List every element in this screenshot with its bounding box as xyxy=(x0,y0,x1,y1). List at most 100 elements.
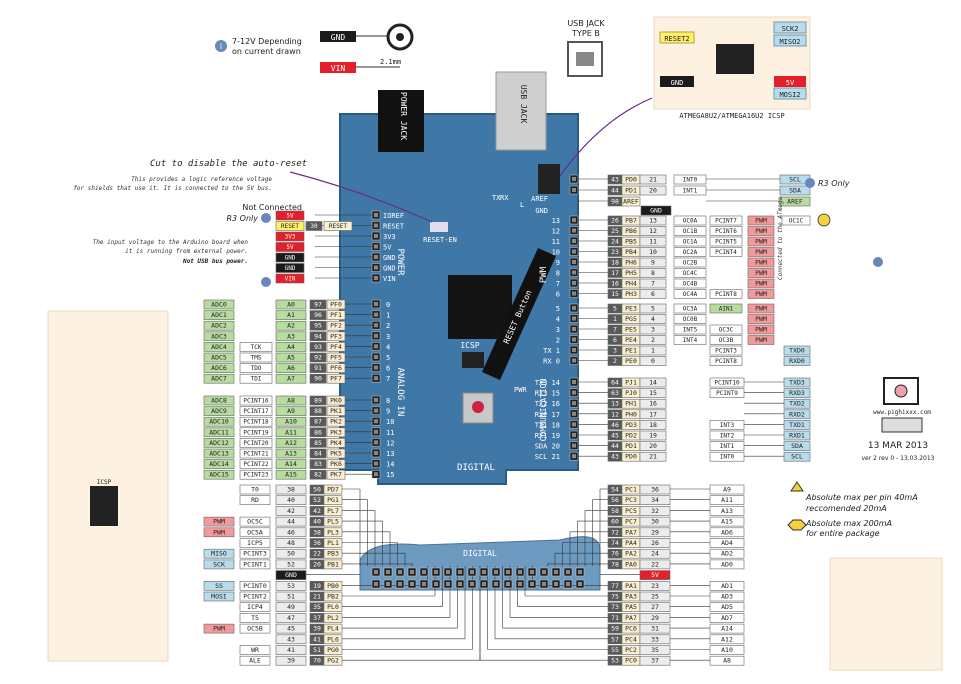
analog-pin-tag: 89 xyxy=(314,397,322,405)
analog-pin-tag: 91 xyxy=(314,364,322,372)
analog-func-tag-bg xyxy=(239,342,273,352)
bl-ide-tag-bg xyxy=(275,495,307,506)
br-pin-tag: 75 xyxy=(611,593,619,601)
comm-tag: SDA xyxy=(791,442,803,450)
rt-func-tag-bg xyxy=(673,174,707,185)
power-header-label: GND xyxy=(383,265,396,273)
power-header-label: VIN xyxy=(383,275,396,283)
analog-pin-tag-bg xyxy=(309,331,327,342)
bl-gnd-tag: GND xyxy=(285,571,297,579)
rt-gnd-tag: GND xyxy=(650,207,662,215)
analog-adc-tag-bg xyxy=(203,373,235,384)
bl-ide-tag-bg xyxy=(275,548,307,559)
rt-side-tag: SDA xyxy=(789,187,801,195)
br-port-tag: PC4 xyxy=(625,635,637,643)
br-pin-tag: 77 xyxy=(611,582,619,590)
warnings: Absolute max per pin 40mA reccomended 20… xyxy=(787,481,918,538)
pwm-func1-tag-bg xyxy=(673,278,707,289)
digital-section-label: DIGITAL xyxy=(457,463,495,473)
analog-pin-tag: 84 xyxy=(314,450,322,458)
analog-pin-tag-bg xyxy=(309,299,327,310)
pwm-ide-tag-bg xyxy=(639,324,667,335)
br-func-tag: AD2 xyxy=(721,550,733,558)
br-func-tag: AD3 xyxy=(721,593,733,601)
analog-port-tag-bg xyxy=(326,438,346,448)
pwm-port-tag: PB6 xyxy=(625,227,637,235)
pwm-pin-tag: 2 xyxy=(613,357,617,365)
usb-note-l1: Connected to the ATmega xyxy=(777,197,784,280)
br-ide-tag-bg xyxy=(639,623,671,634)
comm-tag: TXD1 xyxy=(789,421,805,429)
analog-ide-tag: A5 xyxy=(287,354,295,362)
comm-tag: RXD3 xyxy=(789,389,805,397)
bl-ide-tag: 45 xyxy=(287,625,295,633)
bl-b-tag-bg xyxy=(239,495,271,506)
pwm-ide-tag: 4 xyxy=(651,315,655,323)
comm-tag-bg xyxy=(783,441,811,451)
analog-ide-tag: A6 xyxy=(287,364,295,372)
power-tag-bg xyxy=(275,221,305,231)
rt-pin-tag: 43 xyxy=(611,176,619,184)
br-func-tag-bg xyxy=(709,623,745,634)
comm-section-label: COMMUNICATION xyxy=(539,379,548,442)
analog-ide-tag-bg xyxy=(275,320,307,331)
br-ide-tag: 29 xyxy=(651,528,659,536)
br-ide-tag: 33 xyxy=(651,635,659,643)
pwm-tag-bg xyxy=(747,324,775,335)
pwm-tag-bg xyxy=(783,345,811,356)
br-func-tag-bg xyxy=(709,645,745,655)
pwm-ide-tag: 10 xyxy=(649,248,657,256)
bl-gnd-tag-bg xyxy=(275,570,307,580)
pwm-tag-bg xyxy=(747,314,775,324)
bl-a-tag: MOSI xyxy=(211,593,227,601)
analog-header-label: 14 xyxy=(386,461,394,469)
power-note-l1: 7-12V Depending xyxy=(232,37,302,46)
bl-port-tag: PG2 xyxy=(327,657,339,665)
analog-port-tag-bg xyxy=(326,310,346,320)
bl-a-tag: SCK xyxy=(213,560,225,568)
analog-ide-tag-bg xyxy=(275,395,307,406)
analog-pin-tag-bg xyxy=(309,416,327,427)
bl-port-tag: PL5 xyxy=(327,518,339,526)
pwm-tag: PWM xyxy=(755,326,767,334)
comm-header-label: RX3 15 xyxy=(535,390,560,398)
pwm-ide-tag: 9 xyxy=(651,259,655,267)
analog-port-tag: PK3 xyxy=(330,428,342,436)
analog-ide-tag-bg xyxy=(275,352,307,363)
rt-pin-tag: 98 xyxy=(611,198,619,206)
analog-pin-tag-bg xyxy=(309,310,327,320)
abs200-l2: for entire package xyxy=(806,529,880,538)
analog-port-tag-bg xyxy=(326,352,346,363)
comm-func-tag-bg xyxy=(709,377,745,388)
bl-port-tag: PB0 xyxy=(327,582,339,590)
pwm-func2-tag-bg xyxy=(709,345,743,356)
power-jack-label: POWER JACK xyxy=(399,92,408,140)
analog-adc-tag: ADC8 xyxy=(211,397,227,405)
analog-func-tag: TCK xyxy=(251,344,262,351)
bl-port-tag: PL7 xyxy=(327,507,339,515)
bl-b-tag-bg xyxy=(239,559,271,570)
board-icsp2-header xyxy=(538,164,560,194)
pwm-tag: PWM xyxy=(755,248,767,256)
pwm-pin-tag: 16 xyxy=(611,280,619,288)
analog-func-tag: PCINT18 xyxy=(243,419,269,426)
pwm-pin-tag: 24 xyxy=(611,238,619,246)
analog-port-tag-bg xyxy=(326,320,346,331)
pwm-func1-tag-bg xyxy=(673,257,707,268)
pwm-pin-tag: 25 xyxy=(611,227,619,235)
br-ide-tag: 25 xyxy=(651,593,659,601)
comm-ide-tag-bg xyxy=(639,398,667,409)
analog-adc-tag: ADC9 xyxy=(211,407,227,415)
comm-func-tag-bg xyxy=(709,420,745,430)
analog-adc-tag-bg xyxy=(203,448,235,459)
pwm-func2-tag-bg xyxy=(709,356,743,366)
pwm-func2-tag-bg xyxy=(709,247,743,257)
bl-ide-tag-bg xyxy=(275,655,307,666)
br-ide-tag: 24 xyxy=(651,550,659,558)
br-ide-tag: 23 xyxy=(651,582,659,590)
pwm-port-tag: PH6 xyxy=(625,259,637,267)
bl-b-tag: RD xyxy=(251,496,259,504)
rt-ide-tag-bg xyxy=(639,185,667,196)
bl-a-tag: SS xyxy=(215,582,223,590)
power-tag-bg xyxy=(275,263,305,273)
